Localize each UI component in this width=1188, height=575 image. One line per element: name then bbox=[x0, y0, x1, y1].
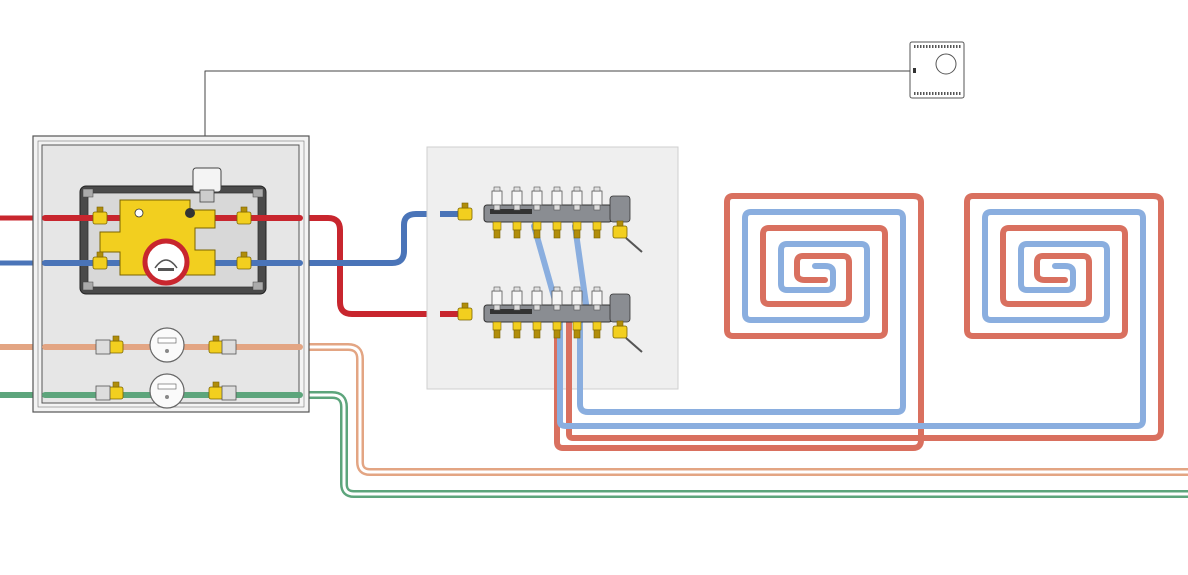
manifold-outlet-4 bbox=[552, 321, 562, 339]
underfloor-loop-1 bbox=[554, 193, 924, 451]
manifold bbox=[440, 186, 643, 353]
thermostat-dial-icon bbox=[935, 53, 957, 75]
manifold-outlet-1 bbox=[492, 321, 502, 339]
manifold-outlet-2 bbox=[512, 221, 522, 239]
control-wire bbox=[204, 70, 911, 137]
manifold-outlet-6 bbox=[592, 321, 602, 339]
manifold-supply-bar bbox=[440, 186, 643, 253]
water-meter-icon bbox=[149, 373, 185, 409]
manifold-outlet-5 bbox=[572, 321, 582, 339]
manifold-outlet-2 bbox=[512, 321, 522, 339]
manifold-return-bar bbox=[440, 286, 643, 353]
actuator-icon bbox=[192, 167, 222, 193]
circulation-pump-icon bbox=[142, 238, 190, 286]
underfloor-loop-2 bbox=[531, 193, 1164, 441]
room-thermostat bbox=[909, 41, 965, 99]
water-meter-icon bbox=[149, 327, 185, 363]
manifold-outlet-6 bbox=[592, 221, 602, 239]
manifold-outlet-1 bbox=[492, 221, 502, 239]
water-meter-hot bbox=[42, 327, 303, 363]
primary-connection-pipes bbox=[297, 211, 443, 317]
manifold-outlet-3 bbox=[532, 321, 542, 339]
domestic-water-lines bbox=[296, 343, 1188, 498]
manifold-outlet-3 bbox=[532, 221, 542, 239]
manifold-outlet-4 bbox=[552, 221, 562, 239]
manifold-outlet-5 bbox=[572, 221, 582, 239]
manifold-cabinet bbox=[426, 146, 679, 390]
mixing-pump-unit bbox=[42, 167, 303, 295]
water-meter-cold bbox=[42, 373, 303, 409]
